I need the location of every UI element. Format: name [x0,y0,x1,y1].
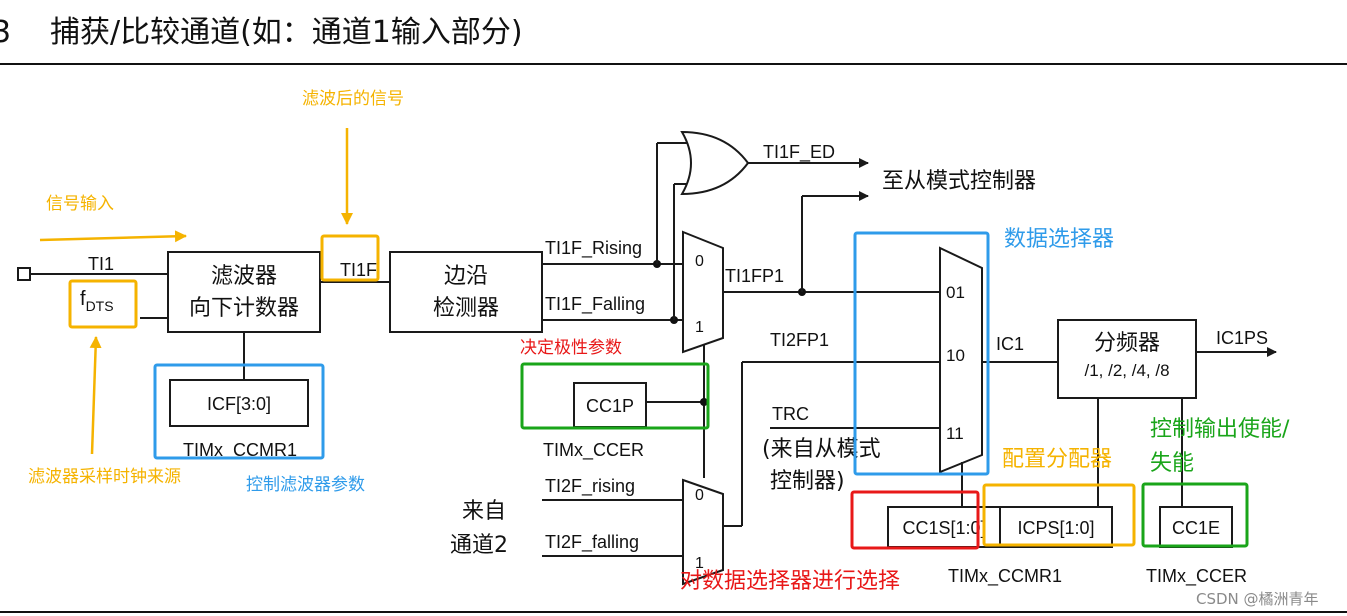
mux-11: 11 [946,424,964,443]
icf-highlight [153,363,325,460]
cc1p-label: CC1P [586,396,634,416]
ti1f-ed-label: TI1F_ED [763,142,835,163]
prescaler-label-1: 分频器 [1094,331,1160,356]
ti1f-falling-label: TI1F_Falling [545,294,645,315]
cc1e-register [1159,506,1233,548]
icps-register [999,506,1113,548]
from-ch2-2: 通道2 [450,533,508,558]
cc1s-highlight [850,490,980,550]
pmux-0: 0 [695,253,704,270]
ti2f-falling-label: TI2F_falling [545,532,639,553]
page-title: 捕获/比较通道(如：通道1输入部分) [50,15,523,50]
ti1fp1-label: TI1FP1 [725,266,784,286]
edge-detector-block [389,251,543,333]
annot-polarity: 决定极性参数 [520,338,622,358]
ti1-input-pin [17,267,31,281]
section-number: 3 [0,15,11,50]
c2mux-0: 0 [695,487,704,504]
mux-01: 01 [946,283,965,302]
annot-filtered-signal: 滤波后的信号 [302,89,404,109]
mux-10: 10 [946,346,965,365]
annot-ctrl-enable-2: 失能 [1150,451,1194,476]
trc-note-2: 控制器) [770,469,845,494]
channel2-mux [682,478,724,586]
icps-highlight [982,483,1136,547]
cc1e-label: CC1E [1172,518,1220,538]
trc-label: TRC [772,404,809,424]
filter-block [167,251,321,333]
annot-select-mux: 对数据选择器进行选择 [680,569,900,594]
annot-clock-source: 滤波器采样时钟来源 [28,467,181,487]
ic1ps-label: IC1PS [1216,328,1268,348]
to-slave-mode-label: 至从模式控制器 [882,169,1036,194]
pmux-1: 1 [695,319,704,336]
ic1-label: IC1 [996,334,1024,354]
fdts-highlight [68,279,138,329]
input-selector-mux [939,246,983,474]
ti2f-rising-label: TI2F_rising [545,476,635,497]
ti1f-highlight [320,234,380,282]
annot-data-selector: 数据选择器 [1004,227,1114,252]
cc1s-label: CC1S[1:0] [902,518,985,538]
ti2fp1-label: TI2FP1 [770,330,829,350]
or-gate [680,130,750,196]
annot-signal-input: 信号输入 [46,194,114,214]
cc1p-register [573,382,647,428]
polarity-mux [682,230,724,354]
annot-control-filter: 控制滤波器参数 [246,475,365,495]
filter-label-1: 滤波器 [211,264,277,289]
trc-note-1: (来自从模式 [762,437,881,462]
annot-ctrl-enable-1: 控制输出使能/ [1150,417,1290,442]
filter-label-2: 向下计数器 [189,296,299,321]
edge-label-1: 边沿 [444,264,488,289]
icps-label: ICPS[1:0] [1017,518,1094,538]
cc1p-highlight [520,362,710,430]
ti1-label: TI1 [88,254,114,274]
annot-config-divider: 配置分配器 [1002,447,1112,472]
ccmr1-register-label: TIMx_CCMR1 [183,440,297,461]
watermark: CSDN @橘洲青年 [1196,590,1319,608]
ti1f-label: TI1F [340,260,377,280]
prescaler-block [1057,319,1197,399]
mux-highlight [853,231,990,476]
ccer-register-label-b: TIMx_CCER [1146,566,1247,587]
icf-register [169,379,309,427]
prescaler-label-2: /1, /2, /4, /8 [1084,361,1169,380]
ti1f-rising-label: TI1F_Rising [545,238,642,259]
icf-label: ICF[3:0] [207,394,271,414]
cc1e-highlight [1141,482,1249,548]
c2mux-1: 1 [695,555,704,572]
ccer-register-label: TIMx_CCER [543,440,644,461]
ccmr1-register-label-b: TIMx_CCMR1 [948,566,1062,587]
cc1s-register [887,506,1001,548]
edge-label-2: 检测器 [433,296,499,321]
fdts-label: fDTS [80,288,114,314]
from-ch2-1: 来自 [462,499,506,524]
